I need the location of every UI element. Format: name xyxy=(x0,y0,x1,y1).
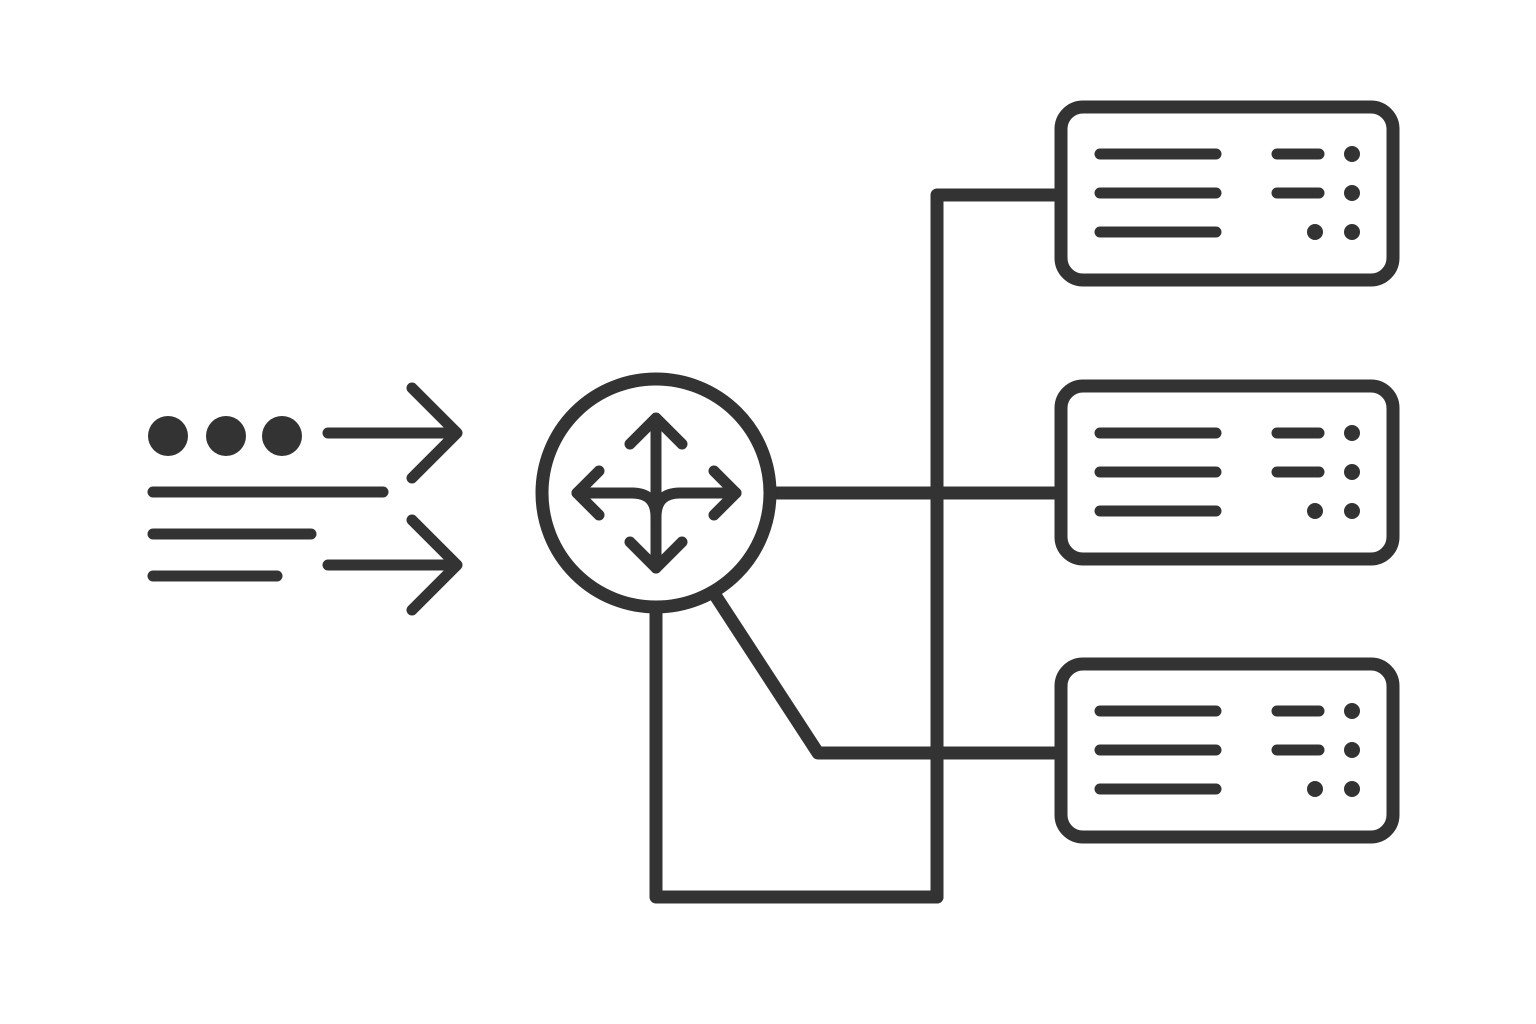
traffic-dot xyxy=(148,416,188,456)
load-balancer-node xyxy=(535,372,777,614)
arrow-right-icon xyxy=(322,382,463,484)
server-short-bars xyxy=(1271,705,1325,756)
server-bars xyxy=(1094,427,1222,517)
server-status-dots xyxy=(1307,703,1360,797)
connector-server-1 xyxy=(930,188,1061,904)
server-2-icon xyxy=(1054,379,1400,566)
server-status-dots xyxy=(1307,146,1360,240)
traffic-dot xyxy=(206,416,246,456)
server-status-dots xyxy=(1307,425,1360,519)
server-bars xyxy=(1094,705,1222,795)
arrow-right-icon xyxy=(322,514,463,616)
server-1-icon xyxy=(1054,100,1400,287)
server-short-bars xyxy=(1271,148,1325,199)
four-way-arrows-icon xyxy=(571,412,742,574)
connector-loop xyxy=(649,606,944,904)
connector-lines xyxy=(649,188,1061,904)
incoming-traffic-icon xyxy=(147,382,463,616)
server-short-bars xyxy=(1271,427,1325,478)
traffic-dot xyxy=(262,416,302,456)
connector-server-3 xyxy=(708,588,1061,760)
server-3-icon xyxy=(1054,657,1400,844)
server-bars xyxy=(1094,148,1222,238)
